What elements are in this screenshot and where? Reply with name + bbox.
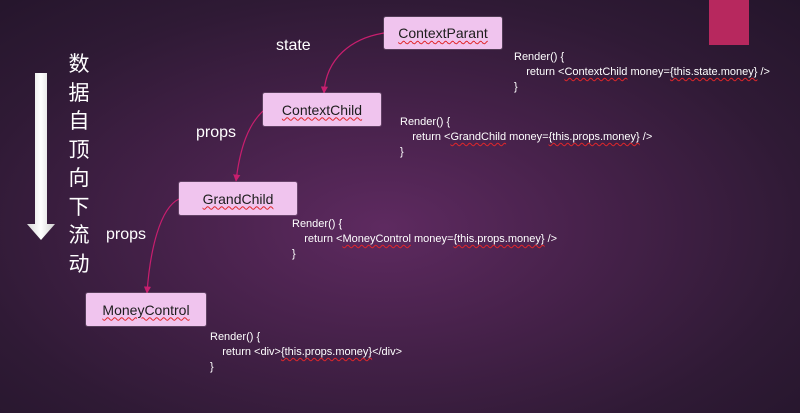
node-label: GrandChild xyxy=(202,190,274,207)
vertical-char: 下 xyxy=(68,194,90,219)
edge-label-props: props xyxy=(196,124,237,141)
code-text: money= xyxy=(410,233,454,245)
edge-label-props: props xyxy=(106,226,147,243)
vertical-char: 数 xyxy=(68,52,90,76)
vertical-char: 向 xyxy=(68,166,90,190)
code-line: } xyxy=(210,361,214,373)
code-line: } xyxy=(292,248,296,260)
code-block-grand-child: Render() { return <MoneyControl money={t… xyxy=(292,217,557,262)
code-text: /> xyxy=(757,66,770,78)
node-money-control: MoneyControl xyxy=(86,293,206,326)
code-line: Render() { xyxy=(292,218,343,230)
edge-grand-to-money xyxy=(143,198,180,294)
code-text: return < xyxy=(412,131,451,143)
code-text: ContextChild xyxy=(564,66,628,78)
code-line: Render() { xyxy=(210,331,261,343)
edge-label-state: state xyxy=(276,37,311,54)
code-text: return <div> xyxy=(222,346,281,358)
code-text: {this.props.money} xyxy=(548,131,640,143)
node-grand-child: GrandChild xyxy=(179,182,297,215)
code-text: /> xyxy=(544,233,558,245)
code-block-context-child: Render() { return <GrandChild money={thi… xyxy=(400,115,652,160)
node-label: ContextChild xyxy=(281,101,363,118)
code-text: GrandChild xyxy=(450,131,507,143)
vertical-char: 顶 xyxy=(68,137,90,162)
node-label: ContextParant xyxy=(398,25,488,41)
code-text: return < xyxy=(526,66,565,78)
vertical-caption: 数 据 自 顶 向 下 流 动 xyxy=(66,50,92,278)
code-text: </div> xyxy=(372,346,403,358)
node-label: MoneyControl xyxy=(102,301,190,318)
code-line: Render() { xyxy=(514,51,565,63)
code-text: money= xyxy=(627,66,670,78)
down-arrow-icon xyxy=(27,73,55,240)
code-line: } xyxy=(514,81,518,93)
vertical-char: 自 xyxy=(68,109,90,133)
code-text: {this.props.money} xyxy=(453,233,545,245)
node-context-parant: ContextParant xyxy=(384,17,502,49)
code-text: MoneyControl xyxy=(342,233,411,245)
corner-accent-tab xyxy=(709,0,749,45)
code-block-context-parant: Render() { return <ContextChild money={t… xyxy=(514,50,770,95)
code-text: money= xyxy=(506,131,549,143)
vertical-char: 动 xyxy=(68,251,90,276)
edge-child-to-grand xyxy=(233,110,264,182)
code-block-money-control: Render() { return <div>{this.props.money… xyxy=(210,330,402,375)
code-line: Render() { xyxy=(400,116,451,128)
code-text: /> xyxy=(639,131,653,143)
vertical-char: 据 xyxy=(68,80,90,105)
code-text: {this.props.money} xyxy=(280,346,373,358)
node-context-child: ContextChild xyxy=(263,93,381,126)
edge-parant-to-child xyxy=(320,32,385,94)
vertical-char: 流 xyxy=(68,223,90,247)
code-text: {this.state.money} xyxy=(669,66,758,78)
code-line: } xyxy=(400,146,404,158)
code-text: return < xyxy=(304,233,343,245)
